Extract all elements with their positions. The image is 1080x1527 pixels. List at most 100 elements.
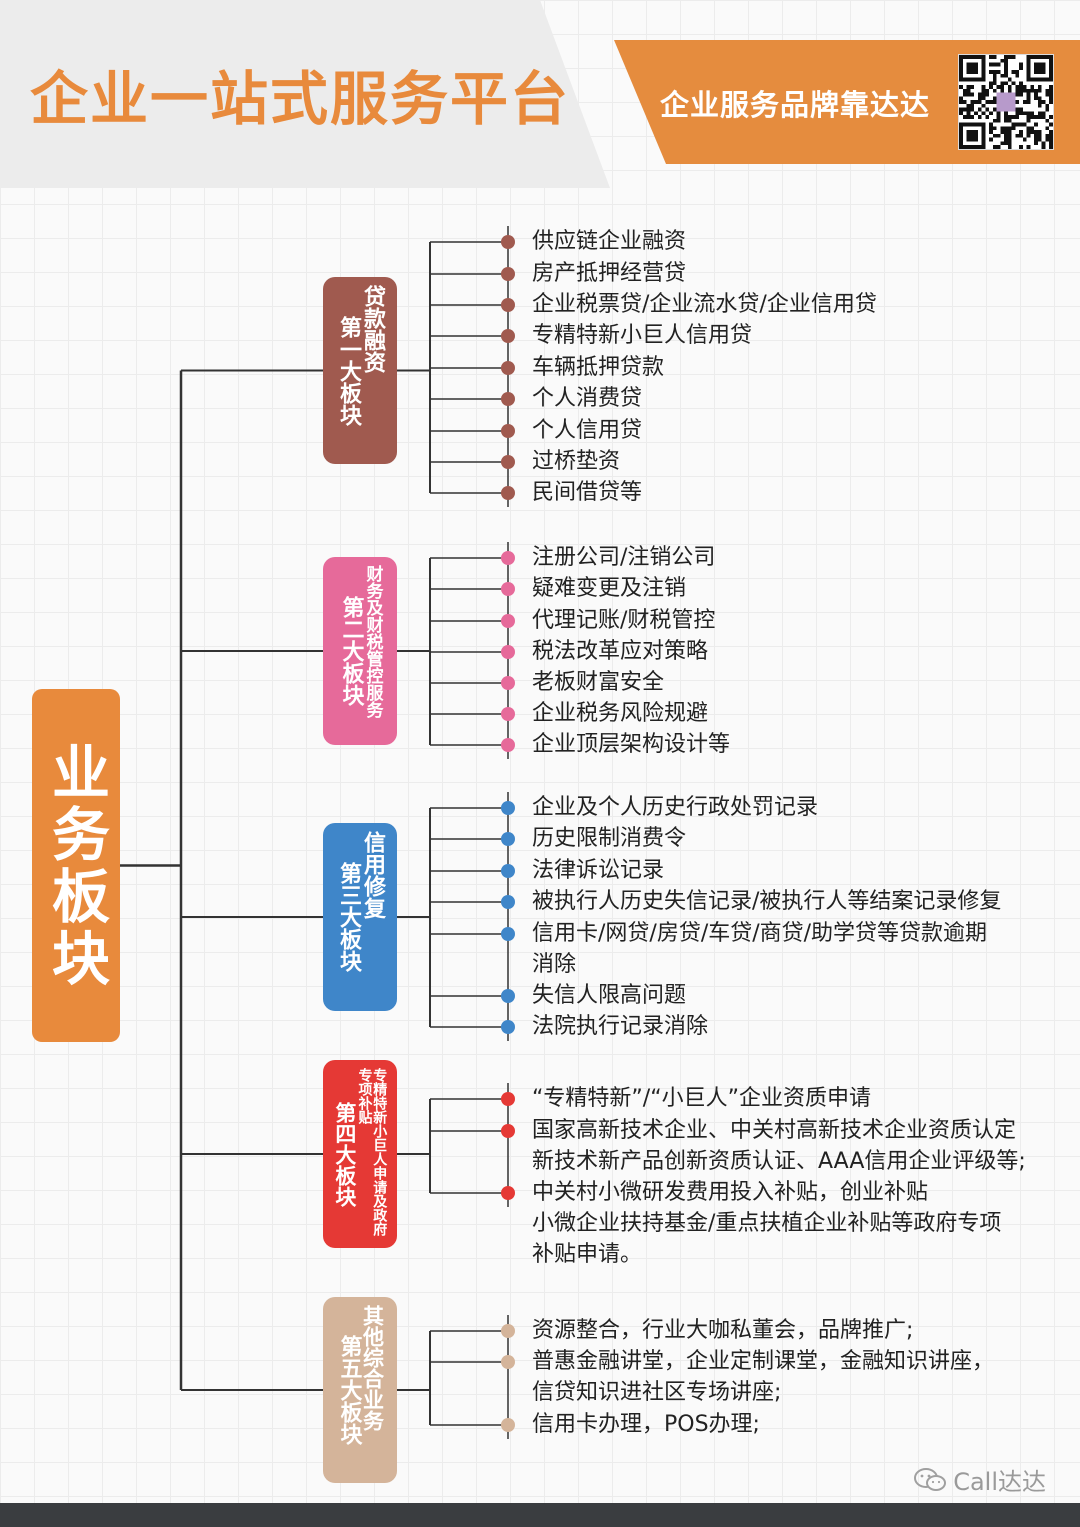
section-item: 税法改革应对策略 bbox=[532, 636, 708, 667]
section-item-line: 小微企业扶持基金/重点扶植企业补贴等政府专项 bbox=[532, 1211, 1002, 1236]
item-bullet bbox=[501, 1020, 515, 1034]
section-box-4: 专精特新小巨人申请及政府专项补贴第四大板块 bbox=[323, 1060, 397, 1248]
item-bullet bbox=[501, 1186, 515, 1200]
section-item: 代理记账/财税管控 bbox=[532, 605, 715, 636]
section-title: 第四大板块 bbox=[332, 1101, 357, 1207]
qr-code-icon bbox=[959, 55, 1053, 149]
section-item-line: 企业税票贷/企业流水贷/企业信用贷 bbox=[532, 292, 877, 317]
section-subtitle: 专精特新小巨人申请及政府专项补贴 bbox=[356, 1068, 388, 1236]
section-item: 普惠金融讲堂，企业定制课堂，金融知识讲座， 信贷知识进社区专场讲座; bbox=[532, 1346, 994, 1408]
main-category-box: 业务板块 bbox=[32, 689, 120, 1042]
item-bullet bbox=[501, 267, 515, 281]
item-bullet bbox=[501, 582, 515, 596]
item-bullet bbox=[501, 895, 515, 909]
section-item-line: 补贴申请。 bbox=[532, 1242, 643, 1267]
section-subtitle: 其他综合业务 bbox=[360, 1305, 385, 1431]
section-item-line: “专精特新”/“小巨人”企业资质申请 bbox=[532, 1086, 872, 1111]
item-bullet bbox=[501, 1355, 515, 1369]
section-item: 法律诉讼记录 bbox=[532, 855, 664, 886]
item-bullet bbox=[501, 832, 515, 846]
main-category-label: 业务板块 bbox=[42, 741, 110, 990]
section-item-line: 国家高新技术企业、中关村高新技术企业资质认定 bbox=[532, 1118, 1017, 1143]
section-item: 注册公司/注销公司 bbox=[532, 542, 715, 573]
section-item-line: 信贷知识进社区专场讲座; bbox=[532, 1380, 782, 1405]
section-item-line: 企业税务风险规避 bbox=[532, 701, 709, 726]
section-item: 个人消费贷 bbox=[532, 383, 642, 414]
section-item-line: 老板财富安全 bbox=[532, 670, 665, 695]
section-item: 个人信用贷 bbox=[532, 415, 642, 446]
section-item-line: 历史限制消费令 bbox=[532, 826, 687, 851]
item-bullet bbox=[501, 486, 515, 500]
watermark-text: Call达达 bbox=[953, 1468, 1046, 1496]
item-bullet bbox=[501, 392, 515, 406]
section-subtitle: 财务及财税管控服务 bbox=[362, 565, 383, 718]
item-bullet bbox=[501, 1092, 515, 1106]
section-item: 民间借贷等 bbox=[532, 477, 642, 508]
section-item: 信用卡办理，POS办理; bbox=[532, 1409, 760, 1440]
item-bullet bbox=[501, 1418, 515, 1432]
section-item: 资源整合，行业大咖私董会，品牌推广; bbox=[532, 1315, 913, 1346]
item-bullet bbox=[501, 298, 515, 312]
item-bullet bbox=[501, 361, 515, 375]
section-title: 第五大板块 bbox=[336, 1335, 362, 1445]
item-bullet bbox=[501, 455, 515, 469]
item-bullet bbox=[501, 235, 515, 249]
section-item: 车辆抵押贷款 bbox=[532, 352, 664, 383]
section-item-line: 新技术新产品创新资质认证、AAA信用企业评级等; bbox=[532, 1149, 1026, 1174]
section-item-line: 企业及个人历史行政处罚记录 bbox=[532, 795, 819, 820]
section-item-line: 税法改革应对策略 bbox=[532, 639, 709, 664]
header-background bbox=[0, 0, 610, 188]
item-bullet bbox=[501, 738, 515, 752]
section-item: 信用卡/网贷/房贷/车贷/商贷/助学贷等贷款逾期消除 bbox=[532, 918, 987, 980]
section-item: 供应链企业融资 bbox=[532, 226, 686, 257]
section-item-line: 被执行人历史失信记录/被执行人等结案记录修复 bbox=[532, 889, 1002, 914]
qr-code[interactable] bbox=[958, 54, 1054, 150]
section-item-line: 个人信用贷 bbox=[532, 418, 643, 443]
section-item-line: 民间借贷等 bbox=[532, 480, 643, 505]
section-item-line: 房产抵押经营贷 bbox=[532, 261, 687, 286]
item-bullet bbox=[501, 707, 515, 721]
section-item-line: 信用卡/网贷/房贷/车贷/商贷/助学贷等贷款逾期 bbox=[532, 921, 988, 946]
item-bullet bbox=[501, 551, 515, 565]
item-bullet bbox=[501, 1324, 515, 1338]
item-bullet bbox=[501, 645, 515, 659]
section-item-line: 过桥垫资 bbox=[532, 449, 621, 474]
footer-bar bbox=[0, 1503, 1080, 1527]
wechat-icon bbox=[914, 1467, 947, 1491]
item-bullet bbox=[501, 1124, 515, 1138]
item-bullet bbox=[501, 927, 515, 941]
section-item: 历史限制消费令 bbox=[532, 823, 686, 854]
section-item: 国家高新技术企业、中关村高新技术企业资质认定新技术新产品创新资质认证、AAA信用… bbox=[532, 1115, 1026, 1177]
section-item: 中关村小微研发费用投入补贴，创业补贴小微企业扶持基金/重点扶植企业补贴等政府专项… bbox=[532, 1177, 1001, 1270]
page-title: 企业一站式服务平台 bbox=[30, 65, 571, 133]
section-item-line: 法院执行记录消除 bbox=[532, 1014, 709, 1039]
section-box-1: 贷款融资第一大板块 bbox=[323, 277, 397, 464]
item-bullet bbox=[501, 864, 515, 878]
slogan-text: 企业服务品牌靠达达 bbox=[660, 88, 931, 122]
section-item-line: 信用卡办理，POS办理; bbox=[532, 1412, 760, 1437]
section-item-line: 企业顶层架构设计等 bbox=[532, 732, 731, 757]
item-bullet bbox=[501, 424, 515, 438]
section-item-line: 法律诉讼记录 bbox=[532, 858, 665, 883]
item-bullet bbox=[501, 801, 515, 815]
section-box-3: 信用修复第三大板块 bbox=[323, 823, 397, 1011]
section-item: 法院执行记录消除 bbox=[532, 1011, 708, 1042]
section-item-line: 供应链企业融资 bbox=[532, 229, 687, 254]
section-item-line: 普惠金融讲堂，企业定制课堂，金融知识讲座， bbox=[532, 1349, 995, 1374]
section-item: 企业顶层架构设计等 bbox=[532, 729, 730, 760]
section-item: 失信人限高问题 bbox=[532, 980, 686, 1011]
section-item: “专精特新”/“小巨人”企业资质申请 bbox=[532, 1083, 871, 1114]
section-title: 第三大板块 bbox=[336, 862, 361, 972]
section-item: 专精特新小巨人信用贷 bbox=[532, 320, 752, 351]
item-bullet bbox=[501, 614, 515, 628]
section-item-line: 资源整合，行业大咖私董会，品牌推广; bbox=[532, 1318, 914, 1343]
section-item: 企业税务风险规避 bbox=[532, 698, 708, 729]
section-title: 第二大板块 bbox=[338, 596, 364, 706]
section-item: 房产抵押经营贷 bbox=[532, 258, 686, 289]
section-item-line: 车辆抵押贷款 bbox=[532, 355, 665, 380]
section-item: 企业及个人历史行政处罚记录 bbox=[532, 792, 818, 823]
section-subtitle: 贷款融资 bbox=[360, 285, 385, 373]
section-item-line: 个人消费贷 bbox=[532, 386, 643, 411]
section-item-line: 代理记账/财税管控 bbox=[532, 608, 716, 633]
section-subtitle: 信用修复 bbox=[360, 831, 385, 919]
